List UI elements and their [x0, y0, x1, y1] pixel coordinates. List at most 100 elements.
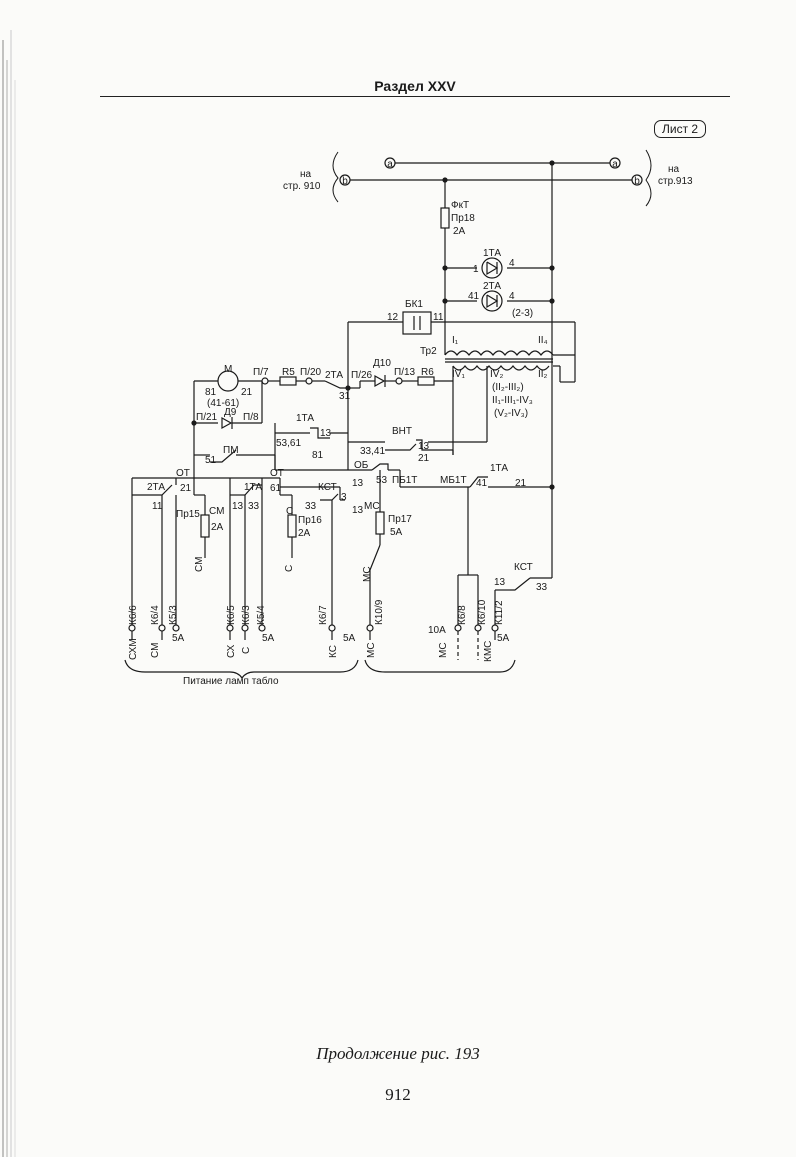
fuse-pr18-label: Пр18	[451, 213, 475, 224]
bus-b-right-label: b	[634, 176, 640, 187]
fuse-pr17-label: Пр17	[388, 514, 412, 525]
right-ref-line2: стр.913	[658, 176, 693, 187]
motor-label: M	[224, 364, 232, 375]
contact-kst-13: 13	[352, 505, 364, 516]
contact-s-vertical: С	[284, 565, 295, 572]
contact-kst2-13: 13	[494, 577, 506, 588]
contact-kst2-33: 33	[536, 582, 548, 593]
transformer-ii4: II₄	[538, 335, 548, 346]
relay-pm-label: ПМ	[223, 445, 239, 456]
load-s: С	[241, 647, 252, 654]
terminal-5a-1: 5А	[172, 633, 185, 644]
load-sm: СМ	[150, 643, 161, 658]
load-ms2: МС	[438, 642, 449, 658]
lamp-2ta	[442, 290, 555, 312]
contact-sm-label: СМ	[209, 506, 224, 517]
relay-1ta-label: 1ТА	[296, 413, 314, 424]
contact-t61: 61	[270, 483, 282, 494]
relay-t13c: 13	[352, 478, 364, 489]
fuse-pr18-rating: 2А	[453, 226, 466, 237]
terminal-k10-9: К10/9	[374, 599, 385, 625]
header-rule	[100, 96, 730, 97]
relay-mb1t-label: МБ1Т	[440, 475, 467, 486]
terminal-5a-3: 5А	[343, 633, 356, 644]
relay-t51: 51	[205, 455, 217, 466]
contact-ms-label: МС	[364, 501, 380, 512]
group-braces	[124, 659, 516, 680]
main-rails	[440, 160, 555, 487]
transformer-i1: I₁	[452, 335, 459, 346]
contact-ms-vertical: МС	[362, 566, 373, 582]
lamp-2ta-label: 2ТА	[483, 281, 501, 292]
motor-p26: П/26	[351, 370, 373, 381]
left-ref-line1: на	[300, 169, 312, 180]
motor-branch	[191, 370, 453, 455]
figure-caption: Продолжение рис. 193	[316, 1044, 480, 1063]
fuse-pr16-label: Пр16	[298, 515, 322, 526]
motor-2ta: 2ТА	[325, 370, 343, 381]
contact-2ta-label: 2ТА	[147, 482, 165, 493]
load-sxm: СХМ	[128, 638, 139, 660]
binder-edge	[2, 30, 16, 1157]
fuse-pr16-rating: 2А	[298, 528, 311, 539]
transformer-note3: (V₂-IV₃)	[494, 408, 528, 419]
motor-note: (41-61)	[207, 398, 239, 409]
lamp-1ta-in: 1	[473, 264, 479, 275]
relay-t53: 53	[376, 475, 388, 486]
relay-t13b: 13	[418, 441, 430, 452]
load-ks: КС	[328, 645, 339, 658]
motor-p21: П/21	[196, 412, 218, 423]
motor-r5: R5	[282, 367, 295, 378]
transformer-note1: (II₂-III₂)	[492, 382, 524, 393]
relay-t53-61: 53,61	[276, 438, 301, 449]
relay-network	[132, 388, 555, 500]
motor-r6: R6	[421, 367, 434, 378]
capacitor-left-terminal: 12	[387, 312, 399, 323]
relay-1ta-b-label: 1ТА	[490, 463, 508, 474]
terminal-row	[128, 624, 499, 660]
motor-d9: Д9	[224, 407, 237, 418]
terminal-k6-7: К6/7	[318, 605, 329, 625]
contact-kst-label: КСТ	[318, 482, 337, 493]
terminal-k6-6: К6/6	[128, 605, 139, 625]
contact-s-label: С	[286, 506, 293, 517]
relay-t21b: 21	[515, 478, 527, 489]
fuse-pr15-label: Пр15	[176, 509, 200, 520]
right-ref-line1: на	[668, 164, 680, 175]
sheet-label: Лист 2	[654, 120, 707, 138]
motor-p13: П/13	[394, 367, 416, 378]
lamp-1ta-out: 4	[509, 258, 515, 269]
lamp-2ta-in: 41	[468, 291, 480, 302]
transformer-iv1: IV₁	[452, 369, 465, 380]
lamp-2ta-note: (2-3)	[512, 308, 533, 319]
motor-t31: 31	[339, 391, 351, 402]
bus-lines	[332, 149, 652, 207]
contact-kst2-label: КСТ	[514, 562, 533, 573]
motor-d10: Д10	[373, 358, 391, 369]
contact-1ta-label: 1ТА	[244, 482, 262, 493]
transformer-ii2: II₂	[538, 369, 548, 380]
terminal-k11-2: К11/2	[494, 600, 505, 625]
contact-ot1-label: ОТ	[176, 468, 190, 479]
relay-ob-label: ОБ	[354, 460, 369, 471]
lamp-2ta-out: 4	[509, 291, 515, 302]
contact-t21: 21	[180, 483, 192, 494]
relay-t21a: 21	[418, 453, 430, 464]
relay-t33-41: 33,41	[360, 446, 385, 457]
terminal-5a-4: 5А	[497, 633, 510, 644]
contact-sm-vertical: СМ	[194, 557, 205, 572]
bus-a-left-label: a	[387, 159, 393, 170]
relay-pb1t-label: ПБ1Т	[392, 475, 417, 486]
contact-kst-33: 33	[305, 501, 317, 512]
lamp-1ta-label: 1ТА	[483, 248, 501, 259]
transformer-label: Тр2	[420, 346, 437, 357]
section-title: Раздел XXV	[374, 78, 456, 94]
bus-a-right-label: a	[612, 159, 618, 170]
motor-p20: П/20	[300, 367, 322, 378]
motor-t21: 21	[241, 387, 253, 398]
load-sx: СХ	[226, 644, 237, 658]
fuse-fkt-label: ФкТ	[451, 200, 469, 211]
bus-b-left-label: b	[342, 176, 348, 187]
page-header: Раздел XXV	[100, 70, 730, 100]
